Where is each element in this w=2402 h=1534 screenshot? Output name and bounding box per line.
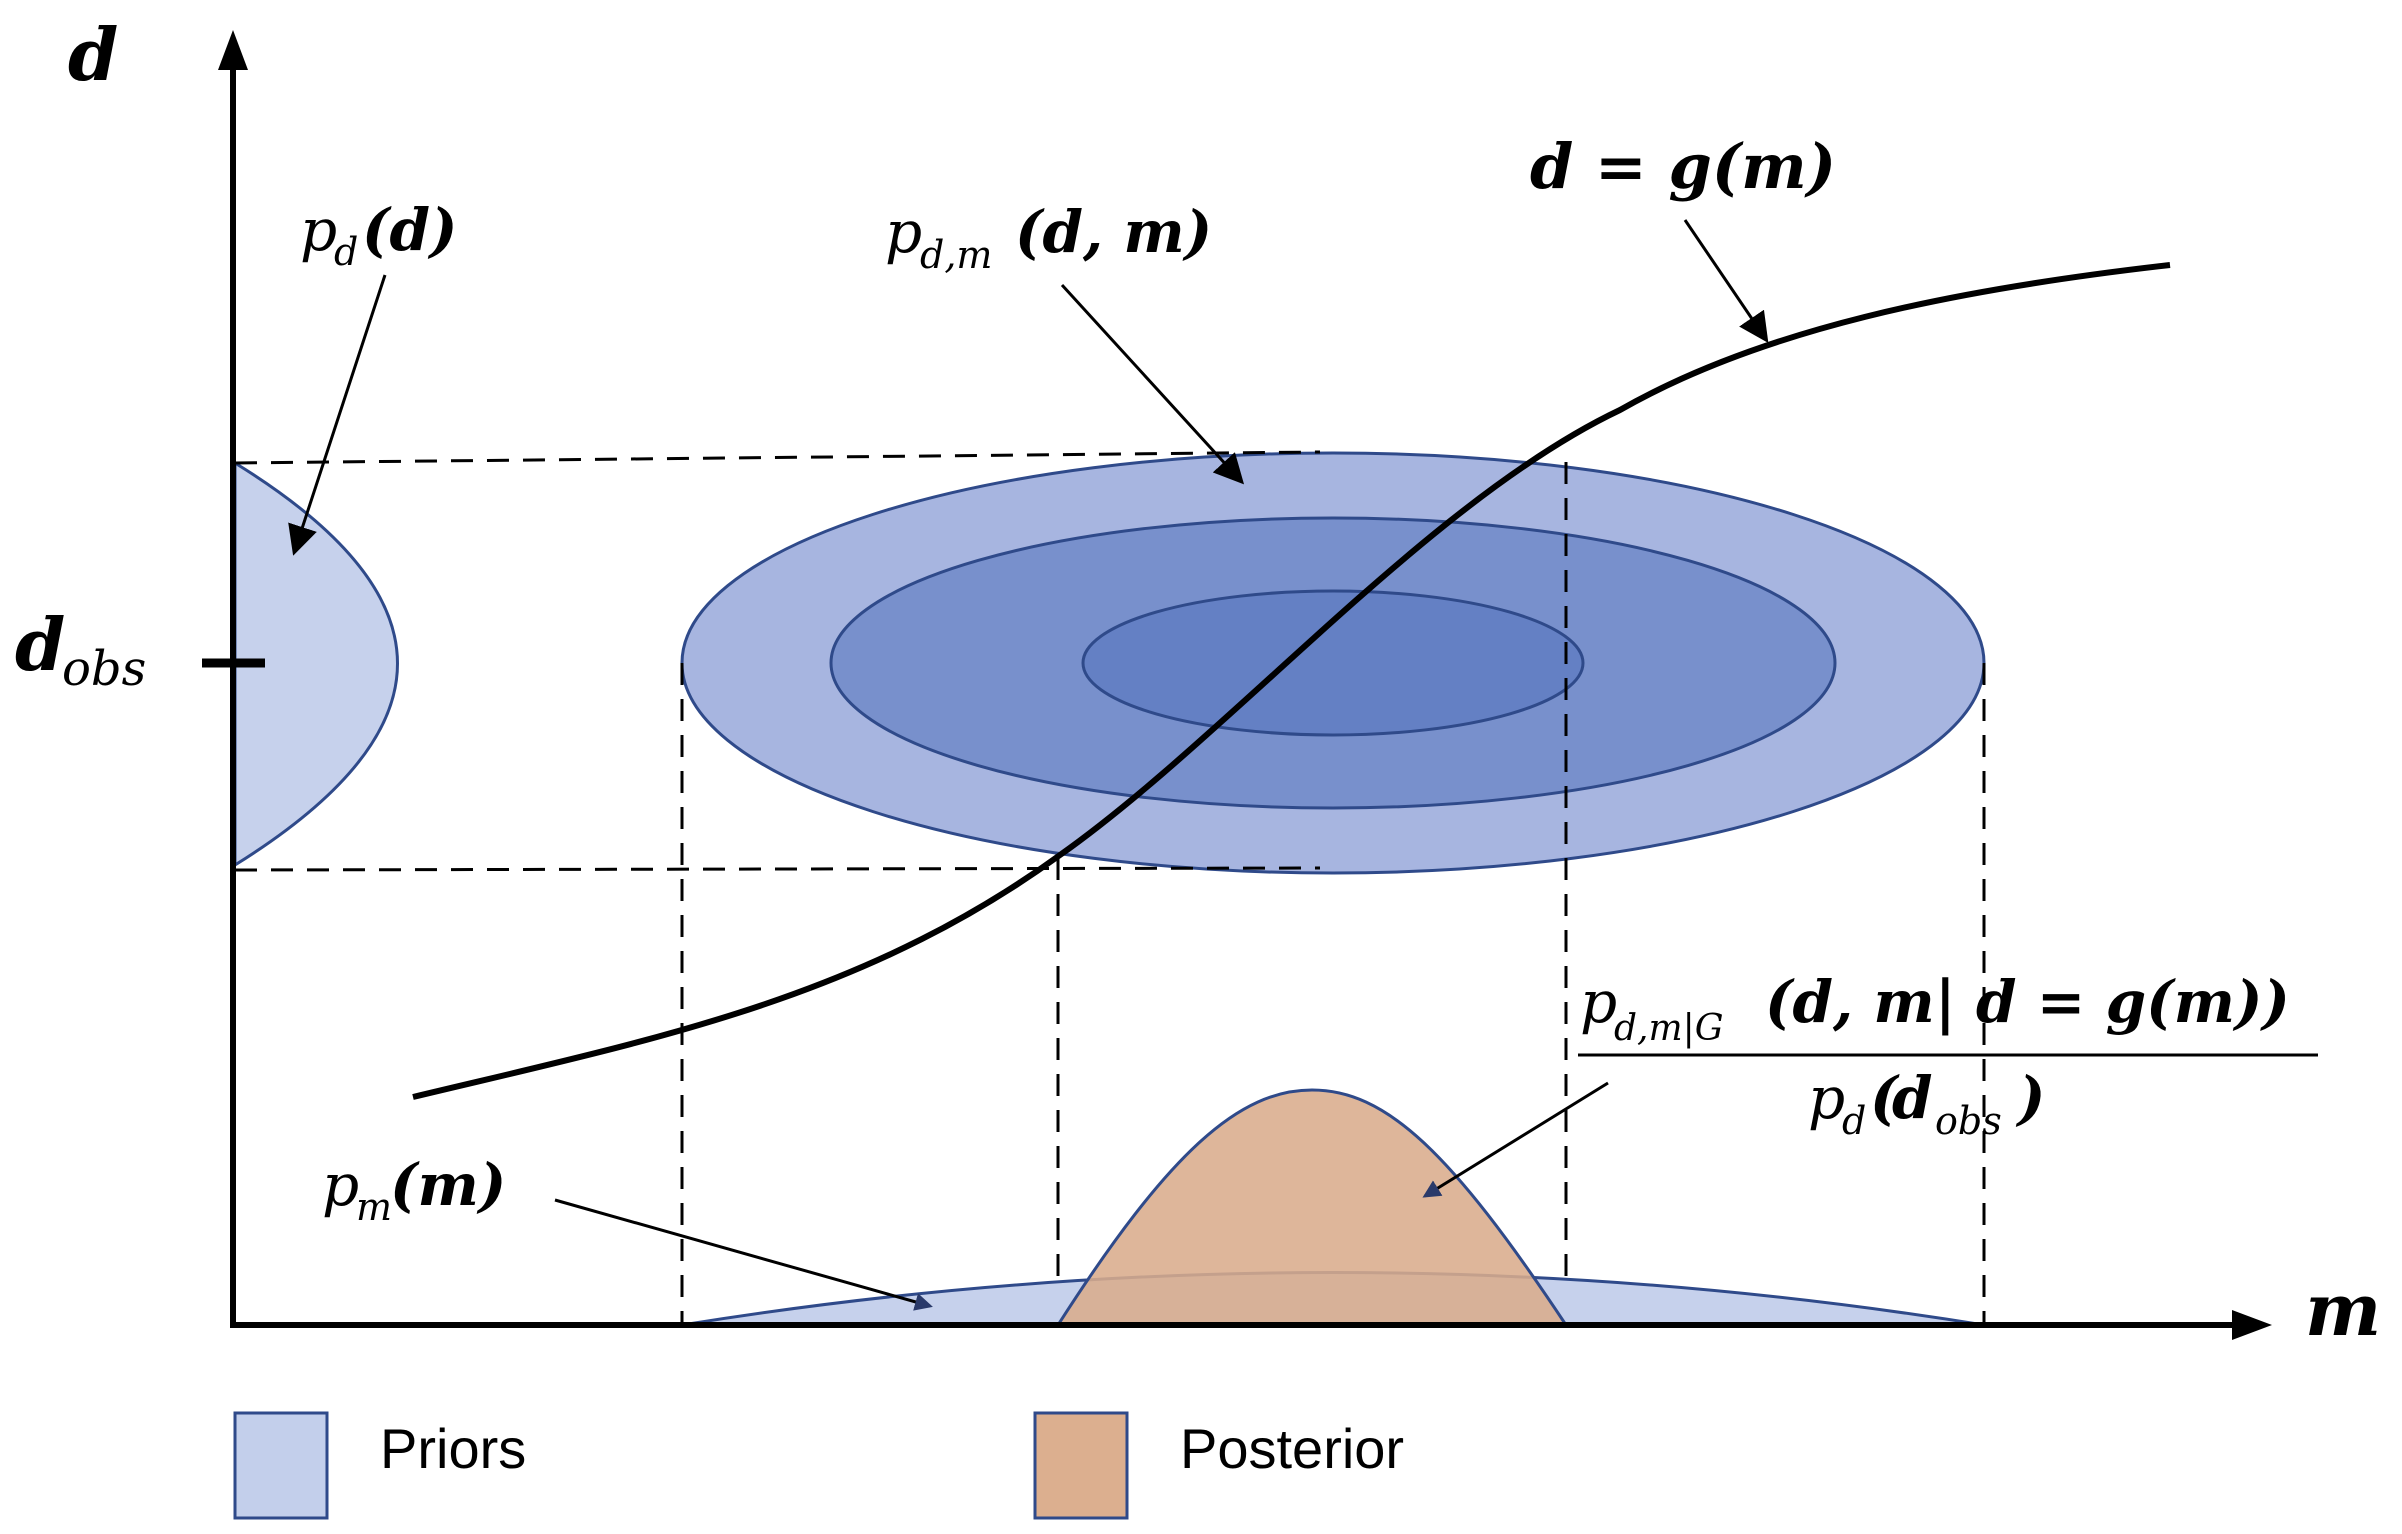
svg-text:m: m xyxy=(356,1185,392,1229)
arrow-pd xyxy=(288,274,387,556)
svg-text:d: d xyxy=(1892,1064,1933,1132)
svg-text:d: d xyxy=(334,230,358,274)
posterior-curve xyxy=(1055,1088,1569,1327)
legend-label-priors: Priors xyxy=(380,1417,526,1480)
y-axis-label: d xyxy=(68,12,118,97)
label-forward-model: d = g(m) xyxy=(1530,130,1836,203)
svg-text:(d, m): (d, m) xyxy=(1015,198,1212,266)
legend-item-priors: Priors xyxy=(233,1411,526,1520)
legend-item-posterior: Posterior xyxy=(1033,1411,1404,1520)
prior-pd-curve xyxy=(233,460,399,868)
svg-text:(d, m| d = g(m)): (d, m| d = g(m)) xyxy=(1765,968,2290,1036)
svg-text:p: p xyxy=(322,1151,359,1219)
dash-bottom-horizontal xyxy=(234,866,1321,872)
svg-text:p: p xyxy=(1580,968,1617,1036)
arrow-forward-model xyxy=(1683,219,1769,343)
legend-swatch-posterior xyxy=(1033,1411,1129,1520)
y-axis-arrow xyxy=(218,30,248,70)
svg-text:d,m: d,m xyxy=(920,233,992,277)
svg-text:d: d xyxy=(15,602,65,687)
label-posterior-denominator: p d ( d obs ) xyxy=(1808,1064,2045,1143)
label-posterior-numerator: p d,m|G (d, m| d = g(m)) xyxy=(1580,968,2290,1049)
forward-model-curve xyxy=(412,262,2171,1100)
label-pm: p m (m) xyxy=(322,1151,506,1229)
x-axis-arrow xyxy=(2232,1310,2272,1340)
svg-text:obs: obs xyxy=(62,641,146,697)
joint-ellipse-inner xyxy=(1081,589,1585,737)
svg-text:): ) xyxy=(2015,1064,2045,1132)
y-tick-label-dobs: d obs xyxy=(15,602,146,697)
svg-text:p: p xyxy=(885,198,922,266)
svg-text:(m): (m) xyxy=(390,1151,506,1219)
legend-label-posterior: Posterior xyxy=(1180,1417,1404,1480)
svg-text:d: d xyxy=(1842,1099,1866,1143)
arrow-pdm xyxy=(1060,283,1245,485)
legend: Priors Posterior xyxy=(233,1411,1404,1520)
svg-text:p: p xyxy=(300,196,337,264)
legend-swatch-priors xyxy=(233,1411,329,1520)
label-pdm: p d,m (d, m) xyxy=(885,198,1212,277)
x-axis-label: m xyxy=(2305,1267,2381,1352)
svg-text:(: ( xyxy=(1870,1064,1900,1132)
label-pd: p d (d) xyxy=(300,196,457,274)
svg-text:(d): (d) xyxy=(362,196,457,264)
dash-top-horizontal xyxy=(234,450,1321,465)
svg-text:obs: obs xyxy=(1935,1099,2002,1143)
arrow-posterior xyxy=(1422,1081,1609,1198)
arrow-pm xyxy=(554,1198,933,1311)
svg-text:d,m|G: d,m|G xyxy=(1614,1008,1724,1049)
svg-text:p: p xyxy=(1808,1064,1845,1132)
